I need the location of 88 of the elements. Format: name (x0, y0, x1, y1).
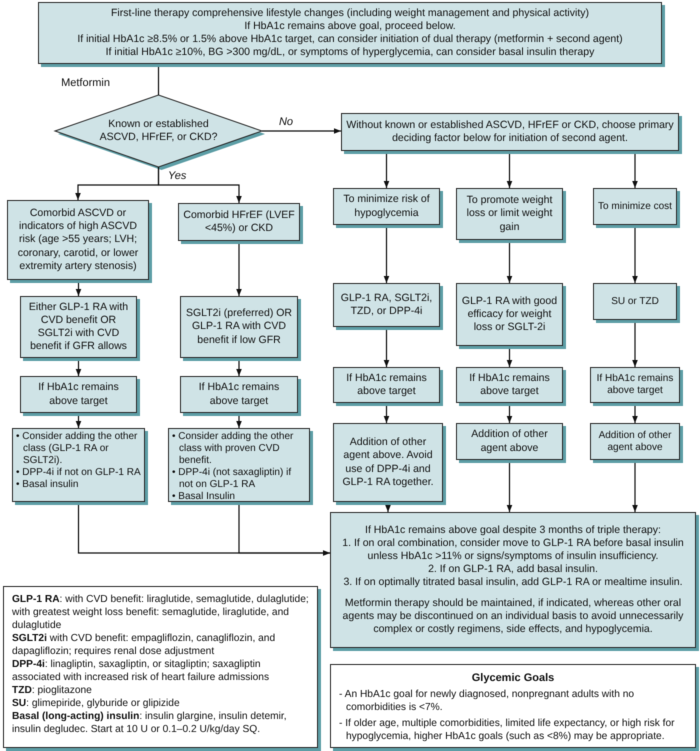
node-text: If HbA1c remains above target (596, 373, 674, 397)
bullet-text: • DPP-4i (not saxagliptin) if not on GLP-1 RA (172, 467, 292, 491)
arrow (76, 413, 82, 428)
node-text: To minimize risk of hypoglycemia (342, 193, 431, 220)
arrow (632, 225, 638, 283)
node-text: First-line therapy comprehensive lifestyle changes (including weight management and physical activity) (110, 6, 590, 20)
node-text: Known or established ASCVD, HFrEF, or CKD? (98, 118, 218, 144)
arrow (632, 320, 638, 367)
process-box (456, 423, 563, 460)
node-text: Comorbid HFrEF (LVEF <45%) or CKD (183, 208, 295, 236)
node-text: If initial HbA1c ≥10%, BG >300 mg/dL, or symptoms of hyperglycemia, can consider basal insulin therapy (104, 46, 596, 60)
bullet-text: • DPP-4i if not on GLP-1 RA (16, 467, 141, 479)
node-text: If HbA1c remains above goal, proceed below. (243, 20, 457, 33)
process-box (333, 283, 440, 327)
process-box (20, 296, 137, 358)
process-box (20, 376, 137, 413)
node-text: Without known or established ASCVD, HFrEF or CKD, choose primary deciding factor below for initiation of second agent. (346, 118, 674, 146)
bullet-text: • Consider adding the other class with proven CVD benefit. (172, 431, 294, 467)
definition-text: DPP-4i: linagliptin, saxagliptin, or sitagliptin; saxagliptin associated with increased risk of heart failure admissions (12, 658, 270, 684)
node-text: To promote weight loss or limit weight gain (466, 194, 554, 234)
process-box (590, 367, 680, 403)
arrow (236, 241, 242, 296)
arrow (238, 502, 330, 556)
arrow (262, 128, 341, 134)
process-box (590, 423, 680, 460)
definition-text: Basal (long-acting) insulin: insulin glargine, insulin detemir, insulin degludec. Start at 10 U or 0.1–0.2 U/kg/day SQ. (12, 710, 288, 737)
bullet-text: • Basal insulin (16, 479, 80, 491)
node-text: If HbA1c remains above target (198, 381, 280, 408)
process-box (333, 423, 443, 502)
process-box (38, 2, 662, 64)
process-box (180, 376, 298, 413)
node-text: If HbA1c remains above target (468, 372, 551, 398)
process-box (456, 283, 563, 346)
goals-box (330, 664, 696, 748)
arrow (506, 460, 512, 512)
node-text: If initial HbA1c ≥8.5% or 1.5% above HbA1c target, can consider initiation of dual therapy (metformin + second agent) (76, 33, 624, 46)
node-text: Comorbid ASCVD or indicators of high ASCVD risk (age >55 years; LVH; coronary, carotid, or lower extremity artery stenosis) (16, 207, 140, 273)
process-box (178, 203, 300, 241)
node-text: Addition of other agent above (470, 428, 549, 455)
node-text: GLP-1 RA with good efficacy for weight loss or SGLT-2i (461, 294, 558, 334)
node-text: SU or TZD (610, 296, 660, 308)
process-box (330, 512, 696, 648)
process-box (593, 283, 677, 320)
arrow (632, 460, 638, 512)
node-text: Addition of other agent above (598, 430, 672, 454)
node-text: Either GLP-1 RA with CVD benefit OR SGLT2i with CVD benefit if GFR allows (28, 300, 130, 354)
arrow (384, 225, 390, 283)
arrow (632, 151, 638, 188)
arrow (506, 240, 512, 283)
definition-text: TZD: pioglitazone (12, 684, 93, 698)
arrow (384, 151, 390, 188)
process-box (456, 367, 563, 403)
definition-text: SGLT2i with CVD benefit: empagliflozin, canagliflozin, and dapagliflozin; requires renal dose adjustment (12, 632, 276, 658)
arrow (236, 413, 242, 428)
process-box (593, 188, 677, 225)
process-box (7, 200, 149, 280)
node-text: Addition of other agent above. Avoid use of DPP-4i and GLP-1 RA together. (341, 436, 435, 489)
node-text: SGLT2i (preferred) OR GLP-1 RA with CVD benefit if low GFR (185, 307, 293, 347)
bullet-text: • Basal Insulin (172, 491, 236, 503)
process-box (456, 188, 563, 240)
arrow (506, 151, 512, 188)
process-box (333, 188, 440, 225)
node-text: GLP-1 RA, SGLT2i, TZD, or DPP-4i (340, 292, 434, 318)
arrow (76, 358, 82, 376)
connector-line (158, 64, 160, 95)
definition-text: SU: glimepiride, glyburide or glipizide (12, 697, 181, 710)
arrow (158, 167, 242, 203)
node-text: To minimize cost (597, 200, 673, 212)
arrow (384, 327, 390, 367)
definitions-box (3, 586, 318, 748)
process-box (168, 428, 310, 502)
node-text: 1. If on oral combination, consider move to GLP-1 RA before basal insulin unless HbA1c >11% or signs/symptoms of insulin insufficiency. (341, 536, 685, 563)
node-text: 2. If on GLP-1 RA, add basal insulin. (427, 562, 599, 576)
node-text: If HbA1c remains above goal despite 3 months of triple therapy: (364, 524, 662, 537)
process-box (333, 367, 440, 403)
process-box (180, 296, 298, 358)
node-text: If HbA1c remains above target (345, 372, 428, 398)
node-text: Metformin therapy should be maintained, if indicated, whereas other oral agents may be discontinued on an individual basis to avoid unnecessarily complex or costly regimens, side effects, and hypoglycemia. (342, 597, 684, 636)
bullet-text: - If older age, multiple comorbidities, limited life expectancy, or high risk for hypoglycemia, higher HbA1c goals (such as <8%) may be appropriate. (339, 717, 676, 744)
arrow (506, 346, 512, 367)
box-heading: Glycemic Goals (470, 671, 556, 686)
arrow (236, 358, 242, 376)
process-box (12, 428, 145, 502)
bullet-text: - An HbA1c goal for newly diagnosed, nonpregnant adults with no comorbidities is <7%. (339, 688, 636, 714)
process-box (341, 113, 679, 151)
node-text: If HbA1c remains above target (37, 381, 120, 408)
node-text: 3. If on optimally titrated basal insulin, add GLP-1 RA or mealtime insulin. (342, 576, 684, 590)
bullet-text: • Consider adding the other class (GLP-1 RA or SGLT2i). (16, 431, 138, 467)
